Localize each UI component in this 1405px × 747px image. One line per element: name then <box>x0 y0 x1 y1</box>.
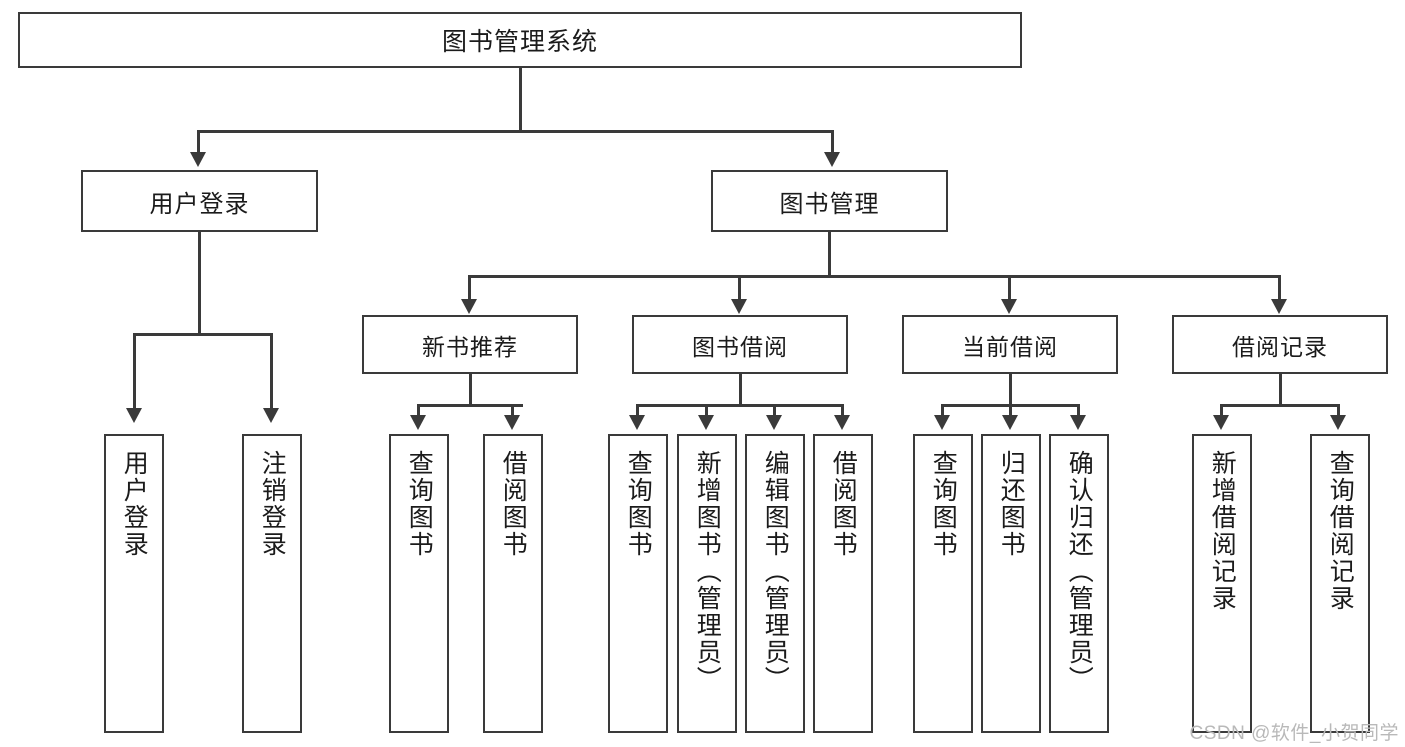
node-label: 注销登录 <box>258 450 287 558</box>
node-borrow-record[interactable]: 借阅记录 <box>1172 315 1388 374</box>
connector-newbook-bus <box>417 404 523 407</box>
connector-newbook-child-2 <box>511 404 514 418</box>
arrowhead-leaf-query-record <box>1330 415 1346 430</box>
leaf-borrow-book-new[interactable]: 借阅图书 <box>483 434 543 733</box>
connector-bookborrow-child-3 <box>773 404 776 418</box>
arrowhead-leaf-query-book-1 <box>410 415 426 430</box>
connector-userlogin-child-1 <box>133 333 136 411</box>
connector-userlogin-child-2 <box>270 333 273 411</box>
node-book-borrow[interactable]: 图书借阅 <box>632 315 848 374</box>
node-label: 图书管理 <box>779 190 880 218</box>
arrowhead-new-book-rec <box>461 299 477 314</box>
arrowhead-leaf-add-record <box>1213 415 1229 430</box>
arrowhead-leaf-logout <box>263 408 279 423</box>
connector-bookmgmt-child-3 <box>1008 275 1011 302</box>
connector-borrowrecord-child-1 <box>1220 404 1223 418</box>
node-label: 编辑图书（管理员） <box>761 450 790 693</box>
connector-root-bus <box>197 130 834 133</box>
node-label: 查询图书 <box>929 450 958 558</box>
connector-bookmgmt-child-1 <box>468 275 471 302</box>
leaf-query-book-borrow[interactable]: 查询图书 <box>608 434 668 733</box>
connector-currentborrow-child-3 <box>1077 404 1080 418</box>
arrowhead-leaf-borrow-book-1 <box>504 415 520 430</box>
connector-borrowrecord-child-2 <box>1337 404 1340 418</box>
connector-bookborrow-child-4 <box>841 404 844 418</box>
node-label: 新书推荐 <box>422 333 518 360</box>
connector-currentborrow-stem <box>1009 374 1012 406</box>
connector-newbook-child-1 <box>417 404 420 418</box>
arrowhead-current-borrow <box>1001 299 1017 314</box>
arrowhead-leaf-confirm-return <box>1070 415 1086 430</box>
arrowhead-bookmgmt <box>824 152 840 167</box>
connector-bookmgmt-bus <box>468 275 1280 278</box>
leaf-borrow-book[interactable]: 借阅图书 <box>813 434 873 733</box>
connector-bookborrow-stem <box>739 374 742 406</box>
leaf-user-login[interactable]: 用户登录 <box>104 434 164 733</box>
node-label: 确认归还（管理员） <box>1065 450 1094 693</box>
arrowhead-borrow-record <box>1271 299 1287 314</box>
connector-bookborrow-child-1 <box>636 404 639 418</box>
node-label: 图书借阅 <box>692 333 788 360</box>
connector-userlogin-bus <box>133 333 270 336</box>
node-label: 借阅记录 <box>1232 333 1328 360</box>
node-label: 查询图书 <box>405 450 434 558</box>
node-root-system[interactable]: 图书管理系统 <box>18 12 1022 68</box>
node-label: 当前借阅 <box>962 333 1058 360</box>
leaf-add-borrow-record[interactable]: 新增借阅记录 <box>1192 434 1252 733</box>
arrowhead-leaf-user-login <box>126 408 142 423</box>
connector-root-to-bookmgmt <box>831 130 834 155</box>
leaf-logout[interactable]: 注销登录 <box>242 434 302 733</box>
connector-currentborrow-child-1 <box>941 404 944 418</box>
leaf-query-borrow-record[interactable]: 查询借阅记录 <box>1310 434 1370 733</box>
connector-bookmgmt-stem <box>828 232 831 277</box>
connector-newbook-stem <box>469 374 472 406</box>
connector-borrowrecord-stem <box>1279 374 1282 406</box>
arrowhead-leaf-query-book-2 <box>629 415 645 430</box>
connector-root-stem <box>519 68 522 132</box>
leaf-edit-book[interactable]: 编辑图书（管理员） <box>745 434 805 733</box>
arrowhead-userlogin <box>190 152 206 167</box>
node-label: 用户登录 <box>120 450 149 558</box>
leaf-query-book-new[interactable]: 查询图书 <box>389 434 449 733</box>
node-current-borrow[interactable]: 当前借阅 <box>902 315 1118 374</box>
connector-root-to-userlogin <box>197 130 200 155</box>
connector-bookmgmt-child-4 <box>1278 275 1281 302</box>
node-new-book-recommend[interactable]: 新书推荐 <box>362 315 578 374</box>
arrowhead-leaf-return-book <box>1002 415 1018 430</box>
node-label: 查询图书 <box>624 450 653 558</box>
connector-borrowrecord-bus <box>1220 404 1340 407</box>
node-label: 借阅图书 <box>829 450 858 558</box>
leaf-add-book[interactable]: 新增图书（管理员） <box>677 434 737 733</box>
arrowhead-leaf-edit-book <box>766 415 782 430</box>
node-label: 用户登录 <box>149 190 250 218</box>
node-label: 图书管理系统 <box>441 28 598 56</box>
node-label: 新增图书（管理员） <box>693 450 722 693</box>
arrowhead-leaf-query-book-3 <box>934 415 950 430</box>
node-book-management[interactable]: 图书管理 <box>711 170 948 232</box>
node-label: 新增借阅记录 <box>1208 450 1237 612</box>
arrowhead-leaf-add-book <box>698 415 714 430</box>
node-label: 查询借阅记录 <box>1326 450 1355 612</box>
node-user-login[interactable]: 用户登录 <box>81 170 318 232</box>
connector-bookmgmt-child-2 <box>738 275 741 302</box>
arrowhead-book-borrow <box>731 299 747 314</box>
node-label: 借阅图书 <box>499 450 528 558</box>
connector-bookborrow-child-2 <box>705 404 708 418</box>
leaf-return-book[interactable]: 归还图书 <box>981 434 1041 733</box>
arrowhead-leaf-borrow-book-2 <box>834 415 850 430</box>
leaf-query-book-current[interactable]: 查询图书 <box>913 434 973 733</box>
leaf-confirm-return[interactable]: 确认归还（管理员） <box>1049 434 1109 733</box>
connector-currentborrow-child-2 <box>1009 404 1012 418</box>
connector-userlogin-stem <box>198 232 201 335</box>
node-label: 归还图书 <box>997 450 1026 558</box>
connector-bookborrow-bus <box>636 404 844 407</box>
